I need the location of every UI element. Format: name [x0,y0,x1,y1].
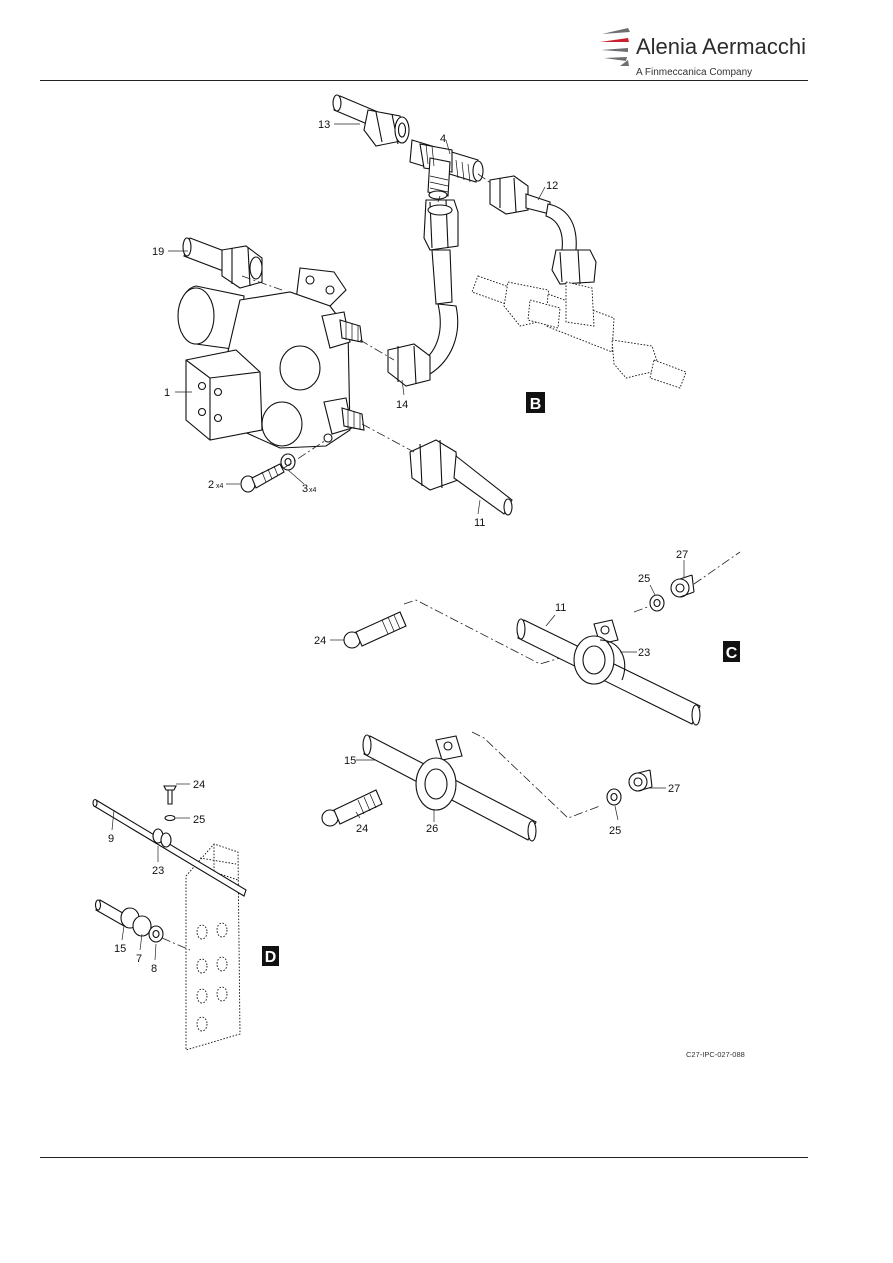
callout-3-qty: x4 [309,487,317,494]
nut-7 [120,907,152,937]
view-d-badge [262,946,279,966]
nut-13 [363,109,410,147]
view-b-badge [526,392,545,413]
callout-26: 26 [426,823,438,835]
clamp-23-c [573,619,626,685]
callout-2: 2 [208,479,214,491]
callout-24-d: 24 [193,779,205,791]
callout-13: 13 [318,119,330,131]
callout-25-d: 25 [193,814,205,826]
callout-27-c: 27 [676,549,688,561]
callout-19: 19 [152,246,164,258]
figure-reference: C27-IPC-027-088 [686,1050,745,1059]
callout-2-qty: x4 [216,483,224,490]
callout-23-d: 23 [152,865,164,877]
company-logo-icon [600,28,630,66]
bracket-panel [185,843,241,1051]
nut-27-c2 [628,769,653,792]
callout-25-c: 25 [638,573,650,585]
ghost-tee-assembly [471,275,687,389]
callout-23-c: 23 [638,647,650,659]
bolt-24-d [163,785,177,822]
clamp-23-d [152,828,172,848]
leader-lines [111,123,685,961]
callout-7: 7 [136,953,142,965]
callout-15-d: 15 [114,943,126,955]
tee-fitting-4 [409,139,484,200]
callout-8: 8 [151,963,157,975]
view-b-letter: B [530,396,542,413]
callout-1: 1 [164,387,170,399]
callout-27-c2: 27 [668,783,680,795]
elbow-14 [387,199,459,387]
callout-25-c2: 25 [609,825,621,837]
bolt-24-c [343,611,407,649]
brand-name: Alenia Aermacchi [636,34,806,59]
clamp-26 [415,735,463,811]
view-c-letter: C [726,645,738,662]
callout-24-c2: 24 [356,823,368,835]
callout-4: 4 [440,133,446,145]
washer-3 [280,453,296,471]
callout-9: 9 [108,833,114,845]
tube-19 [182,237,233,273]
nut-lower-12 [551,249,597,285]
callout-14: 14 [396,399,408,411]
tube-11 [409,439,513,516]
callout-11-c: 11 [555,602,566,614]
pump-body-1 [177,267,365,449]
view-c-badge [723,641,740,662]
nut-19 [221,245,263,289]
view-d-letter: D [265,949,277,966]
rod-9 [92,798,247,897]
header-rule [40,80,808,81]
callout-3: 3 [302,483,308,495]
callout-11-b: 11 [474,517,485,529]
screw-2 [240,463,285,493]
tube-elbow-12 [545,203,577,251]
washer-25-c [649,594,665,612]
footer-rule [40,1157,808,1158]
washer-25-c2 [606,788,622,806]
callout-15-c: 15 [344,755,356,767]
fitting-8 [148,925,164,943]
bolt-24-c2 [321,789,383,827]
nut-27-c [670,574,695,598]
callout-24-c: 24 [314,635,326,647]
brand-tagline: A Finmeccanica Company [636,67,753,78]
callout-12: 12 [546,180,558,192]
